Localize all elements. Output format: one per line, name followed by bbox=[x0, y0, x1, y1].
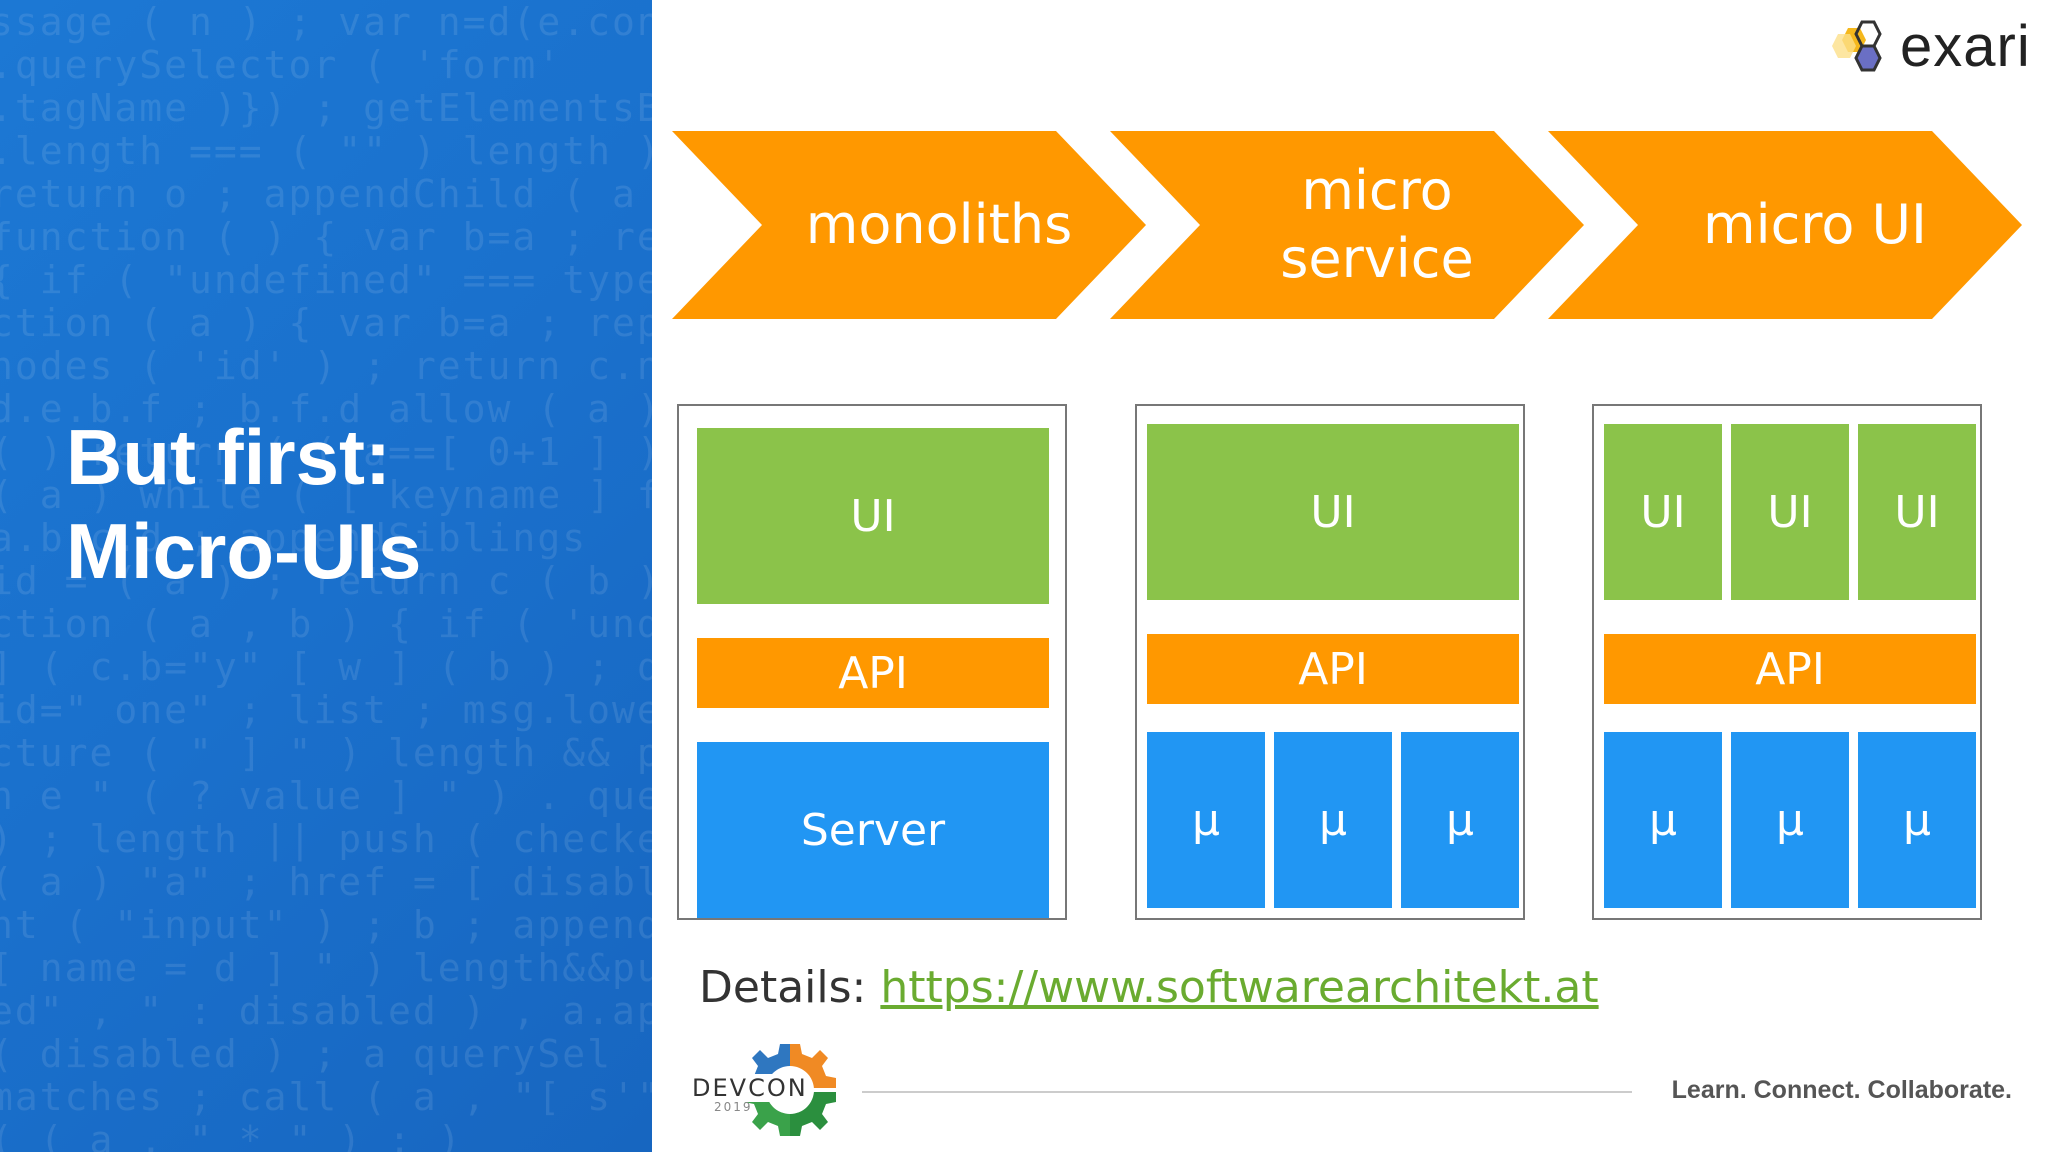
chevron-shape bbox=[1110, 131, 1584, 319]
details-line: Details: https://www.softwarearchitekt.a… bbox=[699, 962, 1599, 1013]
microui-ui-box: UI bbox=[1858, 424, 1976, 600]
microui-ui-box: UI bbox=[1604, 424, 1722, 600]
devcon-year: 2019 bbox=[714, 1100, 753, 1114]
slide-title: But first: Micro-UIs bbox=[66, 410, 421, 598]
arrow-label-microui: micro UI bbox=[1703, 193, 1927, 256]
code-background-line: ssage ( n ) ; var n=d(e.content bbox=[0, 0, 652, 44]
code-background-line: .length === ( "" ) length ) ) bbox=[0, 129, 652, 173]
code-background-line: .querySelector ( 'form' bbox=[0, 43, 563, 87]
title-panel: ssage ( n ) ; var n=d(e.content .querySe… bbox=[0, 0, 652, 1152]
details-link[interactable]: https://www.softwarearchitekt.at bbox=[880, 962, 1599, 1013]
code-background-line: return o ; appendChild ( a ) bbox=[0, 172, 652, 216]
slide-title-line-2: Micro-UIs bbox=[66, 507, 422, 595]
code-background-line: { if ( "undefined" === typeof b bbox=[0, 258, 652, 302]
code-background-line: [ name = d ] " ) length&&push ( " na bbox=[0, 946, 652, 990]
chevron-shape bbox=[1548, 131, 2022, 319]
monolith-api-box: API bbox=[697, 638, 1049, 708]
code-background-line: d.e.b.f ; b.f.d allow ( a ) ; bbox=[0, 387, 652, 431]
code-background-line: ( a ) "a" ; href = [ disabled bbox=[0, 860, 652, 904]
code-background-line: ction ( a ) { var b=a ; replace ( _ bbox=[0, 301, 652, 345]
chevron-shape bbox=[672, 131, 1146, 319]
code-background-line: cture ( " ] " ) length && push ( " [ bbox=[0, 731, 652, 775]
code-background-line: ( a ) while ( [ keyname ] func bbox=[0, 473, 652, 517]
microui-service-box: µ bbox=[1604, 732, 1722, 908]
monolith-panel: UI API Server bbox=[677, 404, 1067, 920]
microui-service-box: µ bbox=[1858, 732, 1976, 908]
code-background: ssage ( n ) ; var n=d(e.content .querySe… bbox=[0, 0, 652, 1152]
code-background-line: ed" , " : disabled ) , a.appendChi bbox=[0, 989, 652, 1033]
code-background-line: ( ( a , " * " ) ; ) bbox=[0, 1118, 463, 1152]
code-background-line: .tagName )}) ; getElementsByTag bbox=[0, 86, 652, 130]
monolith-server-box: Server bbox=[697, 742, 1049, 918]
code-background-line: nt ( "input" ) ; b ; appendChild bbox=[0, 903, 652, 947]
arrow-monoliths: monoliths bbox=[672, 131, 1146, 319]
microservice-service-box: µ bbox=[1147, 732, 1265, 908]
footer-divider bbox=[862, 1091, 1632, 1093]
details-label: Details: bbox=[699, 962, 867, 1013]
microservice-api-box: API bbox=[1147, 634, 1519, 704]
code-background-line: ] ( c.b="y" [ w ] ( b ) ; query bbox=[0, 645, 652, 689]
exari-logo: exari bbox=[1832, 13, 2031, 79]
microservice-ui-box: UI bbox=[1147, 424, 1519, 600]
arrow-label-monoliths: monoliths bbox=[805, 193, 1073, 256]
microservice-panel: UI API µ µ µ bbox=[1135, 404, 1525, 920]
microui-panel: UI UI UI API µ µ µ bbox=[1592, 404, 1982, 920]
devcon-logo: DEVCON 2019 bbox=[690, 1036, 860, 1146]
gear-logo-icon bbox=[690, 1044, 836, 1136]
code-background-line: a.b.c.d ; appendSiblings bbox=[0, 516, 588, 560]
monolith-ui-box: UI bbox=[697, 428, 1049, 604]
devcon-name: DEVCON bbox=[692, 1074, 808, 1102]
microservice-service-box: µ bbox=[1274, 732, 1392, 908]
code-background-line: ( disabled ) ; a querySel bbox=[0, 1032, 612, 1076]
slide-title-line-1: But first: bbox=[66, 413, 391, 501]
code-background-line: n e " ( ? value ] " ) . query bbox=[0, 774, 652, 818]
code-background-line: nodes ( 'id' ) ; return c.node bbox=[0, 344, 652, 388]
exari-logo-text: exari bbox=[1900, 13, 2031, 79]
microservice-service-box: µ bbox=[1401, 732, 1519, 908]
hexagon-logo-icon bbox=[1832, 20, 1882, 72]
microui-api-box: API bbox=[1604, 634, 1976, 704]
code-background-line: matches ; call ( a , "[ s'" bbox=[0, 1075, 652, 1119]
microui-service-box: µ bbox=[1731, 732, 1849, 908]
code-background-line: ) ; length || push ( checked ) , bbox=[0, 817, 652, 861]
code-background-line: id=" one" ; list ; msg.lowercase bbox=[0, 688, 652, 732]
microui-ui-box: UI bbox=[1731, 424, 1849, 600]
code-background-line: ( ) return ( ( a==[ 0+1 ] ) bbox=[0, 430, 652, 474]
footer-tagline: Learn. Connect. Collaborate. bbox=[1671, 1076, 2012, 1104]
arrow-label-microservice: micro service bbox=[1280, 159, 1474, 290]
code-background-line: function ( ) { var b=a ; replace ( bbox=[0, 215, 652, 259]
arrow-microui: micro UI bbox=[1548, 131, 2022, 319]
code-background-line: ction ( a , b ) { if ( 'undefined' bbox=[0, 602, 652, 646]
code-background-line: id = ( a ) ; return c ( b ) bbox=[0, 559, 652, 603]
arrow-microservice: micro service bbox=[1110, 131, 1584, 319]
